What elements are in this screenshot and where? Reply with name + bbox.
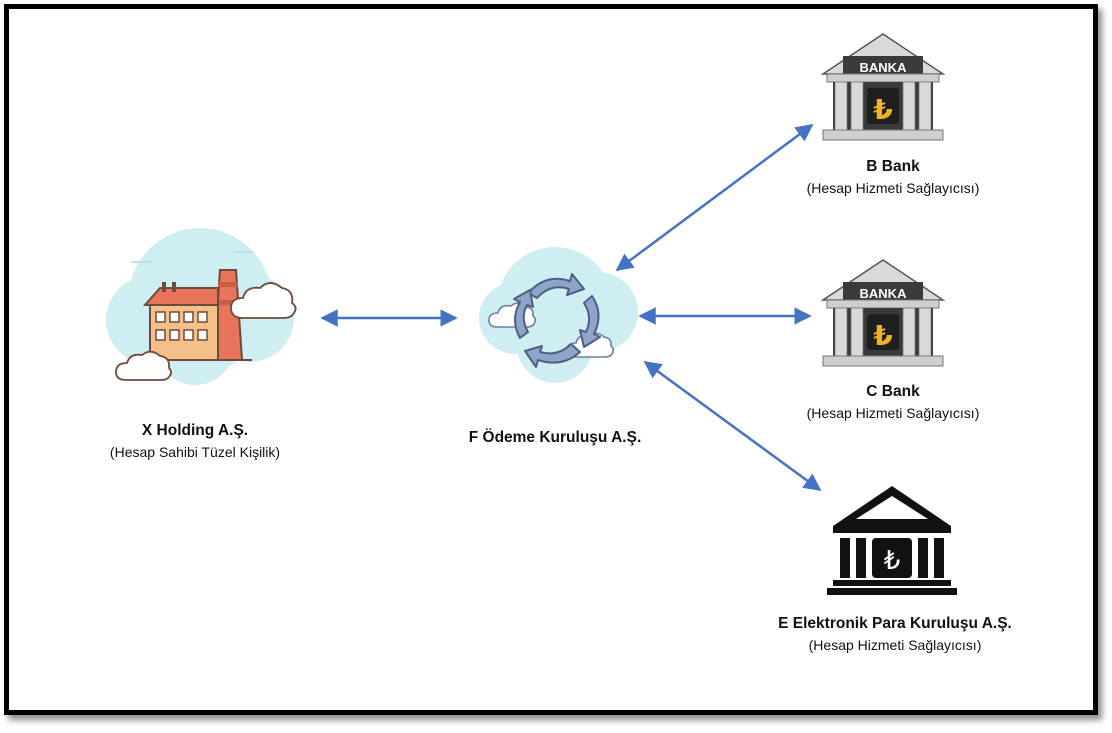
lira-symbol-c: ₺ xyxy=(873,319,892,352)
bank-sign-c: BANKA xyxy=(860,286,908,301)
node-epara-subtitle: (Hesap Hizmeti Sağlayıcısı) xyxy=(808,637,982,653)
lira-symbol-b: ₺ xyxy=(873,93,892,126)
node-odeme-title: F Ödeme Kuruluşu A.Ş. xyxy=(468,429,642,446)
arrow-odeme-epara xyxy=(643,360,822,492)
node-epara-title: E Elektronik Para Kuruluşu A.Ş. xyxy=(778,615,1012,632)
node-holding-label: X Holding A.Ş. (Hesap Sahibi Tüzel Kişil… xyxy=(60,420,330,462)
bank-icon-c xyxy=(820,259,946,367)
node-odeme-label: F Ödeme Kuruluşu A.Ş. xyxy=(420,427,690,449)
lira-symbol-e: ₺ xyxy=(884,546,901,576)
factory-cloud-icon xyxy=(106,228,297,385)
bank-icon-b xyxy=(820,33,946,141)
node-cbank-subtitle: (Hesap Hizmeti Sağlayıcısı) xyxy=(806,405,980,421)
node-bbank-title: B Bank xyxy=(866,158,920,175)
arrow-odeme-bbank xyxy=(615,123,814,272)
node-cbank-label: C Bank (Hesap Hizmeti Sağlayıcısı) xyxy=(768,381,1018,423)
node-holding-subtitle: (Hesap Sahibi Tüzel Kişilik) xyxy=(109,444,281,460)
node-bbank-subtitle: (Hesap Hizmeti Sağlayıcısı) xyxy=(806,180,980,196)
node-bbank-label: B Bank (Hesap Hizmeti Sağlayıcısı) xyxy=(768,156,1018,198)
cloud-sync-icon xyxy=(479,247,638,383)
institution-icon xyxy=(827,486,957,595)
node-epara-label: E Elektronik Para Kuruluşu A.Ş. (Hesap H… xyxy=(745,613,1045,655)
bank-sign-b: BANKA xyxy=(860,60,908,75)
connections xyxy=(320,123,822,492)
node-holding-title: X Holding A.Ş. xyxy=(141,422,249,439)
node-cbank-title: C Bank xyxy=(866,383,920,400)
